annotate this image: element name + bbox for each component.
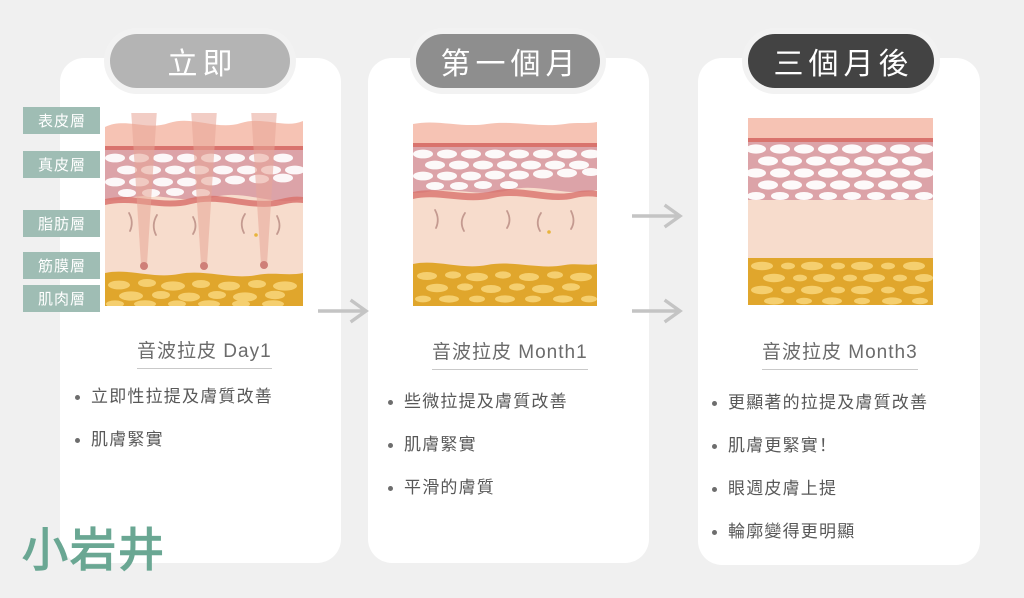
list-item-label: 肌膚緊實 [404, 434, 477, 454]
bullet-dot-icon [712, 486, 717, 492]
arrow-col1-to-col2 [318, 298, 374, 324]
list-item: 肌膚緊實 [388, 434, 638, 457]
bullet-dot-icon [388, 485, 393, 491]
layer-label-epidermis: 表皮層 [23, 107, 100, 134]
list-item-label: 些微拉提及膚質改善 [404, 392, 568, 411]
list-item-label: 立即性拉提及膚質改善 [91, 387, 273, 406]
skin-cross-section-day1 [105, 113, 303, 306]
bullet-dot-icon [712, 401, 717, 406]
list-item: 平滑的膚質 [388, 477, 638, 500]
layer-label-fat: 脂肪層 [23, 210, 100, 237]
stage-badge-month3: 三個月後 [748, 34, 934, 88]
brand-logo: 小岩井 [22, 524, 166, 576]
arrow-col2-to-col3-upper [632, 203, 688, 229]
bullet-dot-icon [75, 437, 80, 443]
stage-badge-month1: 第一個月 [416, 34, 600, 88]
list-item-label: 更顯著的拉提及膚質改善 [728, 393, 929, 412]
layer-label-fascia: 筋膜層 [23, 252, 100, 279]
benefit-list-day1: 立即性拉提及膚質改善 肌膚緊實 [75, 386, 330, 472]
caption-month3: 音波拉皮 Month3 [762, 337, 918, 370]
bullet-dot-icon [712, 529, 717, 535]
layer-label-muscle: 肌肉層 [23, 285, 100, 312]
arrow-col2-to-col3-lower [632, 298, 688, 324]
skin-cross-section-month1 [413, 118, 597, 306]
list-item: 些微拉提及膚質改善 [388, 391, 638, 414]
list-item-label: 肌膚更緊實！ [728, 435, 838, 455]
list-item: 輪廓變得更明顯 [712, 521, 980, 544]
list-item-label: 眼週皮膚上提 [728, 478, 838, 498]
list-item: 更顯著的拉提及膚質改善 [712, 392, 980, 415]
list-item: 立即性拉提及膚質改善 [75, 386, 330, 409]
caption-day1: 音波拉皮 Day1 [137, 336, 272, 369]
list-item: 肌膚更緊實！ [712, 435, 980, 458]
list-item-label: 肌膚緊實 [91, 429, 164, 449]
skin-cross-section-month3 [748, 118, 933, 305]
benefit-list-month3: 更顯著的拉提及膚質改善 肌膚更緊實！ 眼週皮膚上提 輪廓變得更明顯 [712, 392, 980, 564]
list-item: 肌膚緊實 [75, 429, 330, 452]
bullet-dot-icon [388, 400, 393, 405]
list-item-label: 平滑的膚質 [404, 477, 495, 497]
stage-badge-immediate: 立即 [110, 34, 290, 88]
layer-label-dermis: 真皮層 [23, 151, 100, 178]
bullet-dot-icon [712, 443, 717, 449]
bullet-dot-icon [388, 442, 393, 448]
list-item: 眼週皮膚上提 [712, 478, 980, 501]
bullet-dot-icon [75, 395, 80, 400]
benefit-list-month1: 些微拉提及膚質改善 肌膚緊實 平滑的膚質 [388, 391, 638, 520]
list-item-label: 輪廓變得更明顯 [728, 521, 856, 541]
caption-month1: 音波拉皮 Month1 [432, 337, 588, 370]
